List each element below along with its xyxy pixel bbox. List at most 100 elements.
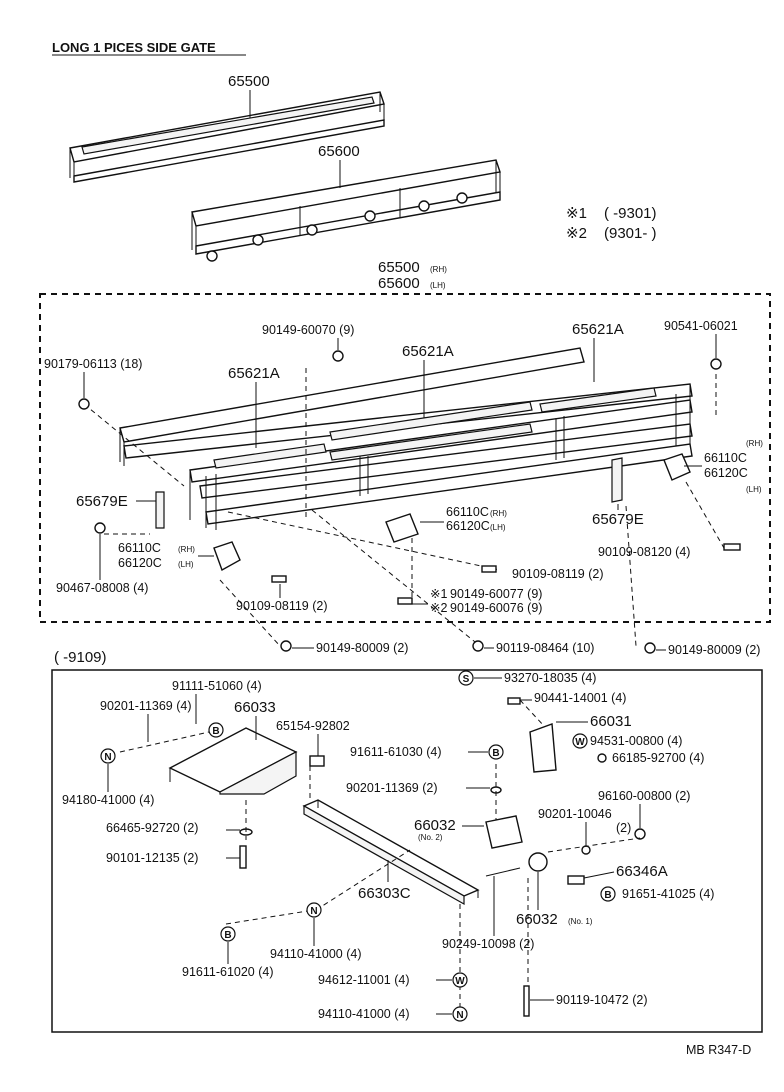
label-66303C: 66303C (358, 885, 411, 902)
bolt-icon (332, 350, 344, 362)
panel-65500 (69, 91, 385, 183)
symbol-w-icon: W (452, 972, 468, 988)
bolt-icon (481, 565, 497, 573)
hinge-bracket-icon (663, 453, 691, 481)
label-90119-10472: 90119-10472 (2) (556, 993, 648, 1007)
label-66110C-center: 66110C (446, 505, 489, 519)
symbol-b-icon: B (208, 722, 224, 738)
label-66185-92700: 66185-92700 (4) (612, 751, 704, 765)
assy-rh-tag: (RH) (430, 265, 447, 274)
assembly-frame (39, 293, 771, 623)
svg-text:N: N (310, 906, 317, 917)
symbol-b-icon: B (600, 886, 616, 902)
note-2-mark: ※2 (566, 225, 587, 242)
symbol-n-icon: N (306, 902, 322, 918)
hinge-bracket-icon (385, 513, 419, 543)
block-66032-no2 (485, 815, 523, 849)
label-65621A-center: 65621A (402, 343, 454, 360)
bolt-icon (723, 543, 741, 551)
label-90541-06021: 90541-06021 (664, 319, 738, 333)
label-90149-60077: 90149-60077 (9) (450, 587, 542, 601)
label-93270-18035: 93270-18035 (4) (504, 671, 596, 685)
symbol-b-icon: B (220, 926, 236, 942)
dash-8 (219, 579, 281, 647)
label-90201-11369-a: 90201-11369 (4) (100, 699, 192, 713)
washer-icon (634, 828, 646, 840)
assy-lh-tag: (LH) (430, 281, 446, 290)
dash-9 (311, 509, 481, 647)
label-91111-51060: 91111-51060 (4) (172, 679, 262, 693)
bolt-icon (472, 640, 484, 652)
label-90149-80009-right: 90149-80009 (2) (668, 643, 760, 657)
svg-text:B: B (224, 930, 231, 941)
svg-text:N: N (456, 1010, 463, 1021)
label-94531-00800: 94531-00800 (4) (590, 734, 682, 748)
label-66110C-left-tag: (RH) (178, 545, 195, 554)
dash-4 (685, 481, 725, 549)
cap-65154-icon (309, 755, 325, 767)
label-65679E-right: 65679E (592, 511, 644, 528)
clip-icon (78, 398, 90, 410)
svg-text:B: B (604, 890, 611, 901)
label-65500: 65500 (228, 73, 270, 90)
lower-range: ( -9109) (54, 649, 107, 666)
label-90179-06113: 90179-06113 (18) (44, 357, 142, 371)
label-65154-92802: 65154-92802 (276, 719, 350, 733)
note-mark-1: ※1 (430, 587, 447, 601)
panel-65600 (191, 159, 501, 262)
bolt-icon (271, 575, 287, 583)
label-66032-no2: 66032 (414, 817, 456, 834)
label-90201-10046-qty: (2) (616, 821, 631, 835)
label-90119-08464: 90119-08464 (10) (496, 641, 594, 655)
label-90109-08119-left: 90109-08119 (2) (236, 599, 328, 613)
symbol-s-icon: S (458, 670, 474, 686)
bolt-icon (507, 697, 521, 705)
assy-rh-number: 65500 (378, 259, 420, 276)
svg-text:B: B (212, 726, 219, 737)
symbol-n-icon: N (452, 1006, 468, 1022)
label-65621A-left: 65621A (228, 365, 280, 382)
svg-text:N: N (104, 752, 111, 763)
label-65600: 65600 (318, 143, 360, 160)
bolt-icon (710, 358, 722, 370)
label-90109-08120: 90109-08120 (4) (598, 545, 690, 559)
label-94110-41000-a: 94110-41000 (4) (270, 947, 362, 961)
label-90201-11369-b: 90201-11369 (2) (346, 781, 438, 795)
label-66110C-center-tag: (RH) (490, 509, 507, 518)
crossmember-66303C (302, 799, 480, 906)
label-65621A-right: 65621A (572, 321, 624, 338)
label-90249-10098: 90249-10098 (2) (442, 937, 534, 951)
assy-lh-number: 65600 (378, 275, 420, 292)
label-90441-14001: 90441-14001 (4) (534, 691, 626, 705)
label-66120C-left: 66120C (118, 556, 162, 570)
bolt-icon (397, 597, 413, 605)
label-91611-61020: 91611-61020 (4) (182, 965, 274, 979)
note-1-range: ( -9301) (604, 205, 657, 222)
label-90149-80009-left: 90149-80009 (2) (316, 641, 408, 655)
label-66031: 66031 (590, 713, 632, 730)
label-66120C-right-tag: (LH) (746, 485, 762, 494)
bracket-66031 (529, 723, 557, 773)
label-66120C-center: 66120C (446, 519, 490, 533)
dash-6 (227, 511, 501, 571)
svg-text:W: W (455, 976, 465, 987)
diagram-title: LONG 1 PICES SIDE GATE (52, 40, 216, 55)
nut-icon (94, 522, 106, 534)
label-90109-08119-right: 90109-08119 (2) (512, 567, 604, 581)
label-66032-no2-tag: (No. 2) (418, 833, 443, 842)
bolt-icon (644, 642, 656, 654)
svg-text:S: S (463, 674, 470, 685)
label-90149-60070: 90149-60070 (9) (262, 323, 354, 337)
label-91611-61030: 91611-61030 (4) (350, 745, 442, 759)
label-96160-00800: 96160-00800 (2) (598, 789, 690, 803)
block-66032-no1 (528, 852, 548, 872)
washer-icon (597, 753, 607, 763)
note-1-mark: ※1 (566, 205, 587, 222)
label-94180-41000: 94180-41000 (4) (62, 793, 154, 807)
label-90101-12135: 90101-12135 (2) (106, 851, 198, 865)
label-66465-92720: 66465-92720 (2) (106, 821, 198, 835)
hinge-bracket-icon (213, 541, 241, 572)
note-mark-2: ※2 (430, 601, 447, 615)
symbol-w-icon: W (572, 733, 588, 749)
